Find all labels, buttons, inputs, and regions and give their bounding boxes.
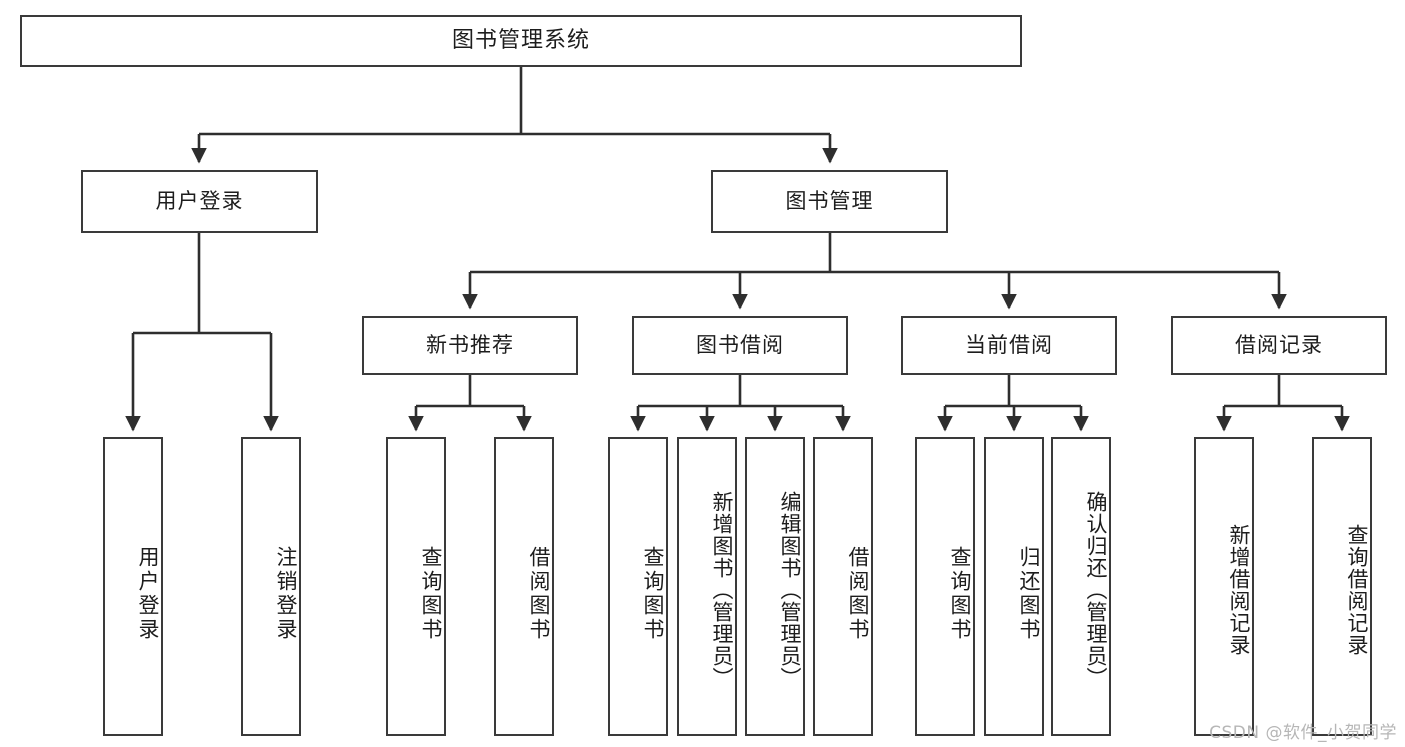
node-user-login[interactable]: 用户登录 xyxy=(81,170,318,233)
node-label: 用户登录 xyxy=(136,545,160,642)
node-label: 查询借阅记录 xyxy=(1345,523,1369,656)
node-label: 新书推荐 xyxy=(426,332,514,357)
node-label: 查询图书 xyxy=(419,545,443,642)
leaf-borrow-book-recommend[interactable]: 借阅图书 xyxy=(494,437,554,736)
leaf-confirm-return-admin[interactable]: 确认归还（管理员） xyxy=(1051,437,1111,736)
node-current-borrow[interactable]: 当前借阅 xyxy=(901,316,1117,375)
node-root-system[interactable]: 图书管理系统 xyxy=(20,15,1022,67)
node-book-borrow[interactable]: 图书借阅 xyxy=(632,316,848,375)
node-label: 借阅图书 xyxy=(527,545,551,642)
leaf-query-book-borrow[interactable]: 查询图书 xyxy=(608,437,668,736)
csdn-watermark: CSDN @软件_小贺同学 xyxy=(1209,723,1397,743)
node-label: 图书管理 xyxy=(785,188,874,213)
leaf-user-logout[interactable]: 注销登录 xyxy=(241,437,301,736)
leaf-query-book-current[interactable]: 查询图书 xyxy=(915,437,975,736)
node-label: 当前借阅 xyxy=(965,332,1053,357)
leaf-add-book-admin[interactable]: 新增图书（管理员） xyxy=(677,437,737,736)
leaf-borrow-book[interactable]: 借阅图书 xyxy=(813,437,873,736)
node-label: 新增图书（管理员） xyxy=(710,490,734,689)
node-book-management[interactable]: 图书管理 xyxy=(711,170,948,233)
node-label: 借阅记录 xyxy=(1235,332,1323,357)
node-label: 查询图书 xyxy=(948,545,972,642)
node-label: 图书借阅 xyxy=(696,332,784,357)
leaf-query-book-recommend[interactable]: 查询图书 xyxy=(386,437,446,736)
node-borrow-records[interactable]: 借阅记录 xyxy=(1171,316,1387,375)
leaf-edit-book-admin[interactable]: 编辑图书（管理员） xyxy=(745,437,805,736)
leaf-query-borrow-record[interactable]: 查询借阅记录 xyxy=(1312,437,1372,736)
leaf-return-book[interactable]: 归还图书 xyxy=(984,437,1044,736)
node-label: 编辑图书（管理员） xyxy=(778,490,802,689)
node-label: 用户登录 xyxy=(155,188,244,213)
leaf-add-borrow-record[interactable]: 新增借阅记录 xyxy=(1194,437,1254,736)
node-label: 确认归还（管理员） xyxy=(1084,490,1108,689)
node-label: 查询图书 xyxy=(641,545,665,642)
leaf-user-login[interactable]: 用户登录 xyxy=(103,437,163,736)
node-label: 新增借阅记录 xyxy=(1227,523,1251,656)
node-label: 借阅图书 xyxy=(846,545,870,642)
node-new-book-recommend[interactable]: 新书推荐 xyxy=(362,316,578,375)
node-label: 注销登录 xyxy=(274,545,298,642)
node-label: 归还图书 xyxy=(1017,545,1041,642)
node-label: 图书管理系统 xyxy=(451,27,590,53)
